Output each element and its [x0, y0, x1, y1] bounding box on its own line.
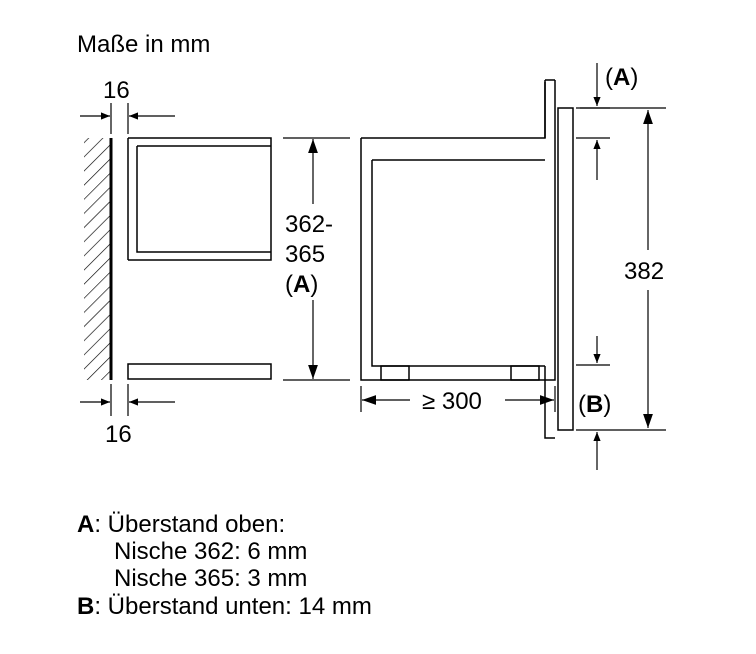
- niche-height-dimension: [283, 137, 350, 381]
- panel-thickness-bottom-label: 16: [105, 421, 132, 448]
- panel-thickness-top-label: 16: [103, 77, 130, 104]
- cabinet-niche: [127, 137, 272, 380]
- legend-b-line1: B: Überstand unten: 14 mm: [77, 593, 372, 620]
- panel-thickness-bottom-dimension: [80, 384, 175, 416]
- depth-label: ≥ 300: [422, 388, 482, 415]
- niche-height-label-2: 365: [285, 241, 325, 268]
- niche-height-label-3: (A): [285, 271, 318, 298]
- appliance-body: [360, 79, 574, 439]
- panel-thickness-top-dimension: [80, 103, 175, 134]
- legend-a-line1: A: Überstand oben:: [77, 511, 285, 538]
- marker-a-label: (A): [605, 64, 638, 91]
- diagram-title: Maße in mm: [77, 31, 210, 58]
- legend-a-line2: Nische 362: 6 mm: [114, 538, 307, 565]
- niche-height-label: 362-: [285, 211, 333, 238]
- depth-dimension: [360, 386, 556, 412]
- wall: [84, 138, 113, 380]
- height-label: 382: [624, 258, 664, 285]
- front-panel-dimensions: [576, 63, 666, 470]
- marker-b-label: (B): [578, 391, 611, 418]
- legend-a-line3: Nische 365: 3 mm: [114, 565, 307, 592]
